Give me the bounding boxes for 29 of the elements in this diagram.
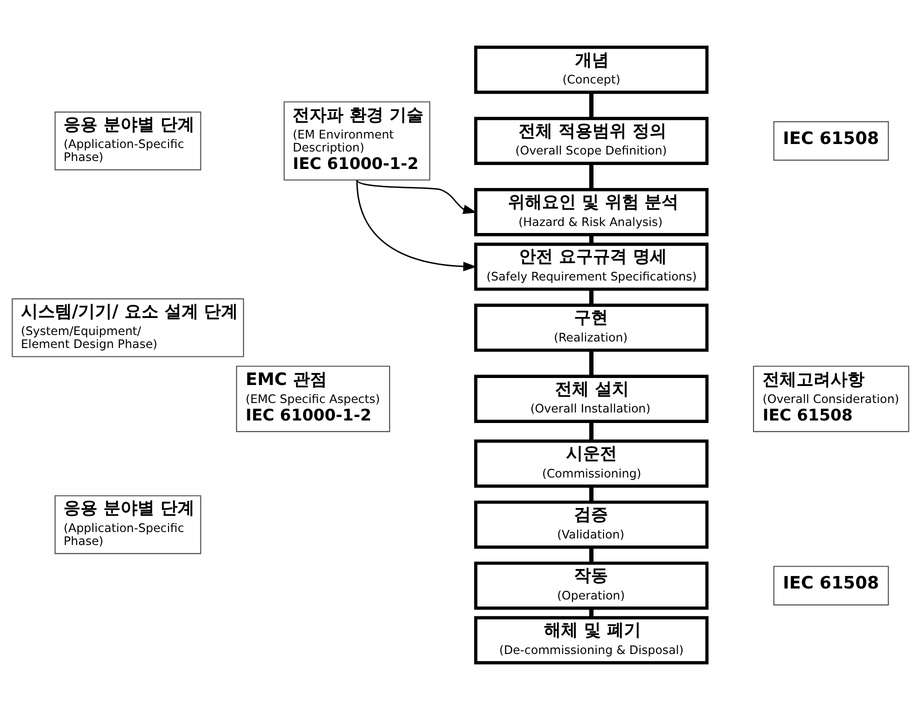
- node-box: 응용 분야별 단계 (Application-Specific Phase): [54, 494, 202, 554]
- node-box: 시스템/기기/ 요소 설계 단계 (System/Equipment/ Element Design Phase): [12, 298, 244, 357]
- connector: [589, 486, 594, 502]
- connector: [589, 421, 594, 440]
- node-box: 검증 (Validation): [474, 500, 709, 548]
- node-box: 구현 (Realization): [474, 303, 709, 352]
- connector: [589, 234, 594, 244]
- node-box: 전체고려사항 (Overall Consideration) IEC 61508: [752, 365, 910, 432]
- node-box: EMC 관점 (EMC Specific Aspects) IEC 61000-1-2: [236, 365, 390, 432]
- node-box: 전체 설치 (Overall Installation): [474, 374, 709, 422]
- connector: [589, 608, 594, 618]
- connector: [589, 288, 594, 305]
- node-box: 시운전 (Commissioning): [474, 439, 709, 488]
- node-box: 해체 및 폐기 (De-commissioning & Disposal): [474, 616, 709, 664]
- node-box: 응용 분야별 단계 (Application-Specific Phase): [54, 111, 202, 170]
- node-box: 작동 (Operation): [474, 561, 709, 610]
- connector: [589, 92, 594, 118]
- node-box: 전체 적용범위 정의 (Overall Scope Definition): [474, 116, 709, 165]
- arrow: [356, 179, 477, 271]
- node-box: 개념 (Concept): [474, 45, 709, 94]
- connector: [589, 350, 594, 376]
- arrow: [356, 179, 477, 214]
- node-box: 전자파 환경 기술 (EM Environment Description) IEC 61000-1-2: [284, 100, 430, 180]
- connector: [589, 162, 594, 189]
- node-box: IEC 61508: [773, 565, 889, 605]
- connector: [589, 546, 594, 562]
- node-box: 안전 요구규격 명세 (Safely Requirement Specifications): [474, 242, 709, 290]
- node-box: 위해요인 및 위험 분석 (Hazard & Risk Analysis): [474, 188, 709, 236]
- node-box: IEC 61508: [773, 120, 889, 160]
